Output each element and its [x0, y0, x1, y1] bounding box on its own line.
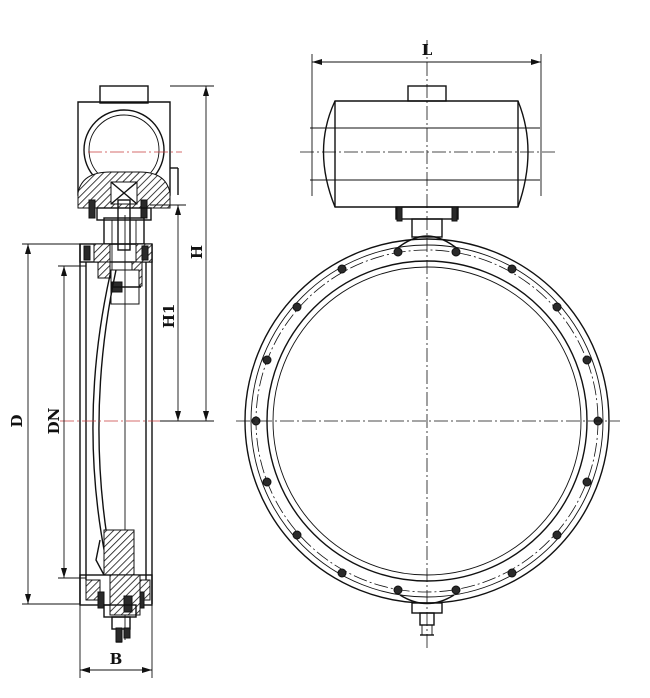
side-body [60, 215, 160, 640]
side-upper-flange [79, 243, 153, 305]
front-view [236, 40, 620, 650]
side-dimensions [22, 85, 214, 678]
side-view [22, 85, 214, 678]
side-lower-trunnion [79, 529, 153, 643]
front-dimension-L [311, 54, 542, 196]
label-D: D [8, 414, 26, 427]
front-actuator [300, 85, 555, 208]
label-DN: DN [45, 407, 63, 434]
label-L: L [422, 41, 433, 59]
label-B: B [110, 650, 123, 668]
label-H: H [188, 245, 206, 259]
side-actuator [77, 85, 182, 219]
front-bracket [394, 206, 460, 251]
front-bolt-holes [251, 247, 603, 595]
label-H1: H1 [160, 304, 178, 329]
